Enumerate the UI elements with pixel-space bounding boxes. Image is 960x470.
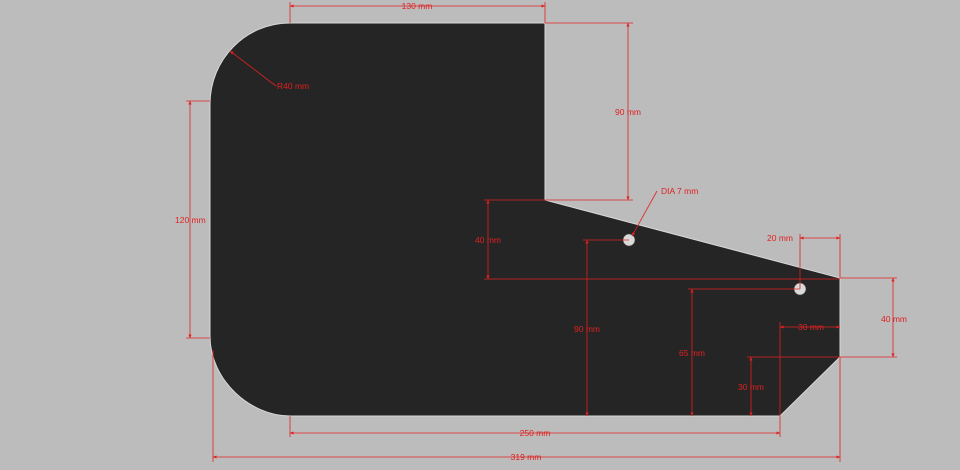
label-hole-diameter: DIA 7 mm xyxy=(661,186,698,196)
leader-radius xyxy=(229,50,277,87)
label-chamfer-width: 30 mm xyxy=(798,322,824,332)
label-hole2-height: 65 mm xyxy=(679,348,705,358)
label-left-height: 120 mm xyxy=(175,215,206,225)
leader-hole-diameter xyxy=(631,190,658,237)
label-step-height: 40 mm xyxy=(475,235,501,245)
label-bottom-width: 250 mm xyxy=(520,428,551,438)
label-hole1-height: 90 mm xyxy=(574,324,600,334)
label-corner-radius: R40 mm xyxy=(277,81,309,91)
label-right-height: 40 mm xyxy=(881,314,907,324)
label-chamfer-height: 30 mm xyxy=(738,382,764,392)
label-overall-width: 319 mm xyxy=(511,452,542,462)
label-upper-height: 90 mm xyxy=(615,107,641,117)
label-hole-offset: 20 mm xyxy=(767,233,793,243)
label-top-width: 130 mm xyxy=(402,1,433,11)
part-shape xyxy=(209,22,841,417)
